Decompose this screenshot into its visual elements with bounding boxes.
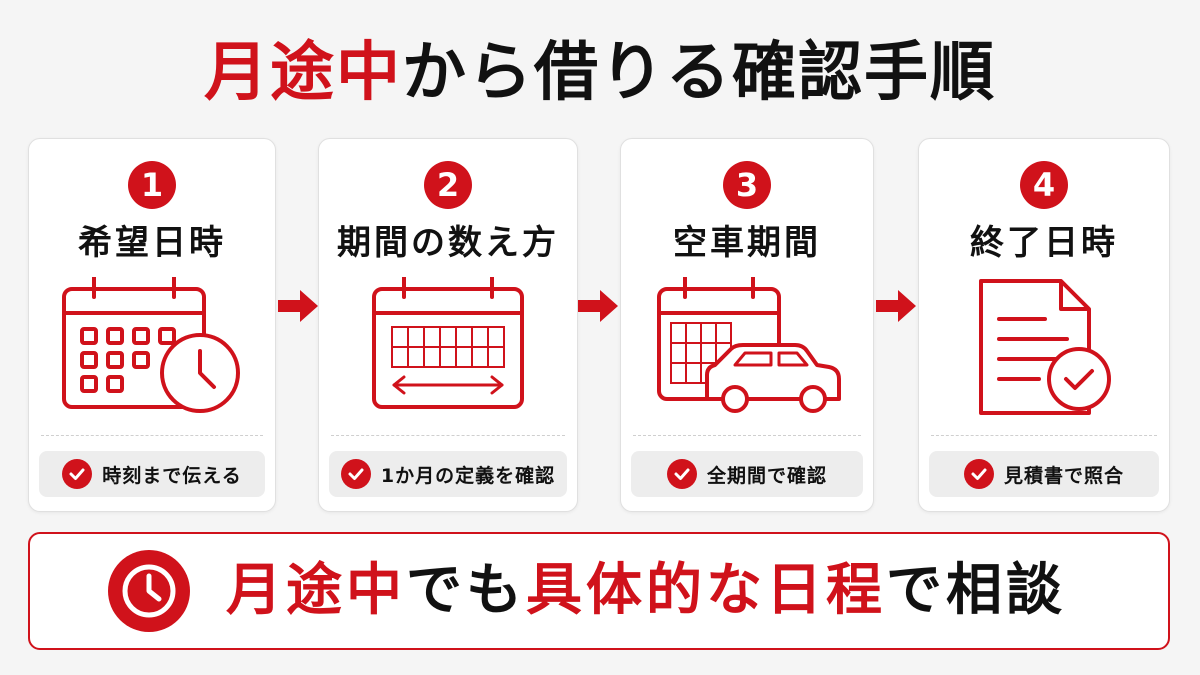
check-text: 見積書で照合 bbox=[1003, 464, 1124, 487]
step-title: 期間の数え方 bbox=[337, 223, 559, 263]
banner-highlight: 具体的な日程 bbox=[526, 558, 886, 623]
check-text: 全期間で確認 bbox=[706, 464, 827, 487]
summary-banner: 月途中でも具体的な日程で相談 bbox=[28, 532, 1170, 650]
step-card-1: 1 希望日時 時刻まで伝える bbox=[28, 138, 276, 512]
title-rest: から借りる確認手順 bbox=[402, 36, 996, 110]
check-icon bbox=[963, 459, 994, 489]
arrow-right-icon bbox=[578, 290, 618, 322]
check-pill: 1か月の定義を確認 bbox=[329, 451, 567, 497]
card-divider bbox=[931, 435, 1157, 436]
check-text: 時刻まで伝える bbox=[102, 464, 242, 487]
arrow-right-icon bbox=[876, 290, 916, 322]
document-check-icon bbox=[979, 279, 1111, 415]
card-divider bbox=[331, 435, 565, 436]
calendar-clock-icon bbox=[62, 277, 240, 413]
card-divider bbox=[633, 435, 861, 436]
check-pill: 時刻まで伝える bbox=[39, 451, 265, 497]
step-card-4: 4 終了日時 見積書で照合 bbox=[918, 138, 1170, 512]
step-number-badge: 4 bbox=[1020, 161, 1068, 209]
clock-icon bbox=[108, 550, 190, 632]
check-pill: 全期間で確認 bbox=[631, 451, 863, 497]
card-divider bbox=[41, 435, 263, 436]
title-highlight: 月途中 bbox=[204, 36, 402, 110]
banner-plain: でも bbox=[406, 558, 526, 623]
check-icon bbox=[340, 459, 371, 489]
check-icon bbox=[62, 459, 93, 489]
calendar-range-icon bbox=[372, 277, 524, 409]
step-number-badge: 3 bbox=[723, 161, 771, 209]
check-text: 1か月の定義を確認 bbox=[380, 464, 556, 487]
step-number-badge: 1 bbox=[128, 161, 176, 209]
step-title: 空車期間 bbox=[673, 223, 821, 263]
check-pill: 見積書で照合 bbox=[929, 451, 1159, 497]
step-title: 終了日時 bbox=[970, 223, 1118, 263]
step-title: 希望日時 bbox=[78, 223, 226, 263]
arrow-right-icon bbox=[278, 290, 318, 322]
check-icon bbox=[666, 459, 697, 489]
step-number-badge: 2 bbox=[424, 161, 472, 209]
step-card-2: 2 期間の数え方 1か月の定義を確認 bbox=[318, 138, 578, 512]
page-title: 月途中から借りる確認手順 bbox=[0, 28, 1200, 118]
calendar-car-icon bbox=[657, 277, 841, 413]
step-card-3: 3 空車期間 全期間で確認 bbox=[620, 138, 874, 512]
banner-text: 月途中でも具体的な日程で相談 bbox=[226, 552, 1066, 630]
banner-highlight: 月途中 bbox=[226, 558, 406, 623]
banner-plain: で相談 bbox=[886, 558, 1066, 623]
